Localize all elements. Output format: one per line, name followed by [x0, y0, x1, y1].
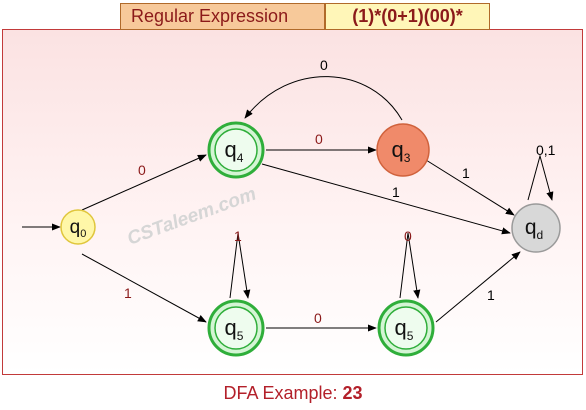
header-label: Regular Expression	[120, 3, 325, 30]
svg-text:q5: q5	[225, 315, 244, 343]
svg-text:q5: q5	[395, 315, 414, 343]
caption-number: 23	[342, 383, 363, 403]
label-loop-q5b: 0	[404, 228, 412, 244]
loop-qd	[527, 154, 554, 201]
label-q5a-q5b: 0	[314, 310, 322, 326]
label-loop-q5a: 1	[234, 228, 242, 244]
state-q5b: q5	[377, 299, 435, 357]
label-q3-qd: 1	[462, 165, 470, 181]
label-q4-q3: 0	[315, 131, 323, 147]
caption: DFA Example: 23	[0, 383, 586, 404]
svg-text:qd: qd	[525, 216, 543, 242]
label-q5b-qd: 1	[487, 287, 495, 303]
label-loop-qd: 0,1	[536, 142, 556, 158]
loop-q5a	[229, 232, 251, 299]
label-q0-q4: 0	[138, 162, 146, 178]
edge-q3-qd	[425, 159, 515, 216]
label-q3-q4: 0	[320, 57, 328, 73]
svg-text:q3: q3	[392, 137, 411, 165]
loop-q5b	[399, 232, 421, 299]
label-q4-qd: 1	[392, 184, 400, 200]
state-q0: q0	[60, 209, 96, 245]
edge-q0-q5a	[81, 253, 207, 323]
svg-text:q0: q0	[70, 217, 87, 240]
edge-q3-q4	[244, 76, 403, 121]
label-q0-q5a: 1	[124, 285, 132, 301]
edge-q0-q4	[81, 154, 207, 211]
svg-text:q4: q4	[225, 137, 244, 165]
state-qd: qd	[511, 203, 561, 253]
header-expression: (1)*(0+1)(00)*	[325, 3, 490, 30]
edge-q5b-qd	[435, 251, 521, 323]
state-q4: q4	[207, 121, 265, 179]
state-q5a: q5	[207, 299, 265, 357]
edge-q4-qd	[261, 163, 511, 235]
caption-prefix: DFA Example:	[223, 383, 343, 403]
state-q3: q3	[376, 123, 430, 177]
